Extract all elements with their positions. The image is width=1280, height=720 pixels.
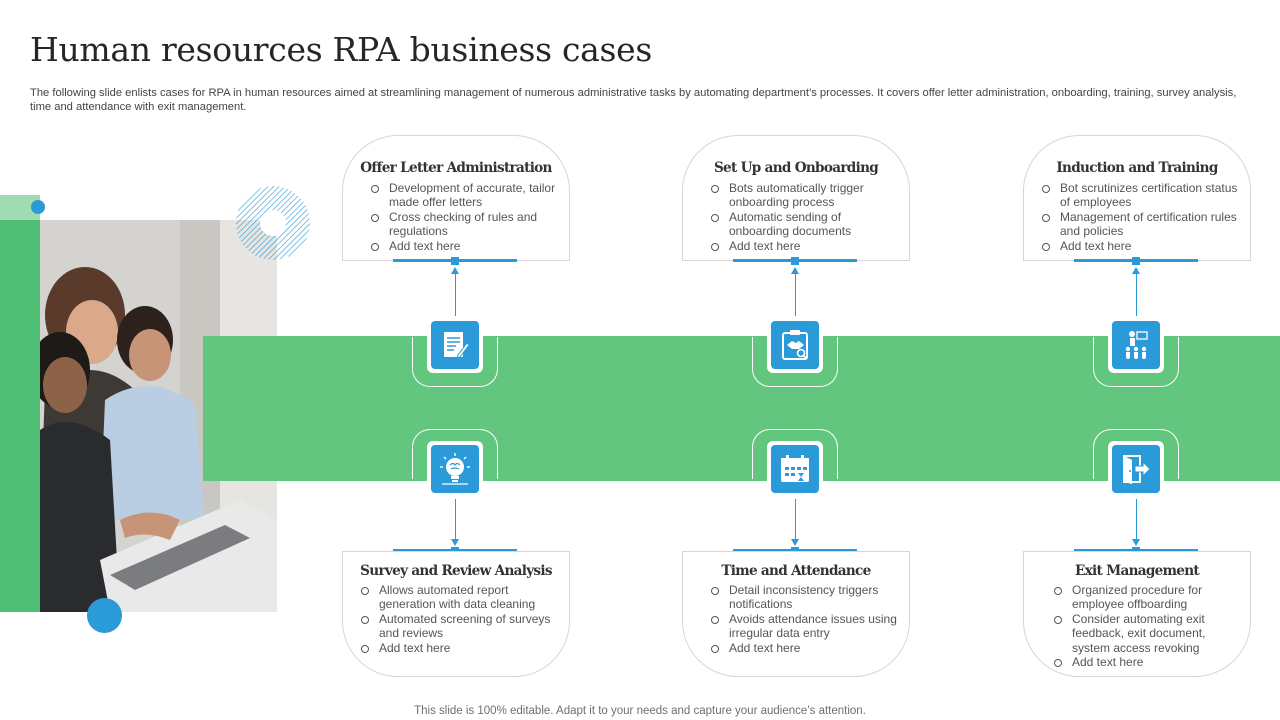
connector-node	[1132, 257, 1140, 265]
icon-tile	[1108, 317, 1164, 373]
icon-frame	[752, 337, 838, 387]
exit-door-icon	[1123, 455, 1151, 484]
card-bullets: Bot scrutinizes certification status of …	[1040, 181, 1240, 253]
icon-tile	[767, 441, 823, 497]
connector-line	[455, 499, 456, 541]
card-induction: Induction and Training Bot scrutinizes c…	[1023, 135, 1251, 261]
bullet-item: Bot scrutinizes certification status of …	[1040, 181, 1240, 210]
process-band	[203, 336, 1280, 481]
card-time-attendance: Time and Attendance Detail inconsistency…	[682, 551, 910, 677]
connector-line	[795, 499, 796, 541]
bullet-item: Add text here	[359, 641, 559, 655]
icon-frame	[412, 429, 498, 479]
card-offer-letter: Offer Letter Administration Development …	[342, 135, 570, 261]
bullet-item: Add text here	[1040, 239, 1240, 253]
card-bullets: Development of accurate, tailor made off…	[369, 181, 559, 253]
bullet-item: Add text here	[369, 239, 559, 253]
document-pen-icon	[444, 332, 470, 359]
arrow-up-icon	[791, 267, 799, 274]
training-audience-icon	[1125, 331, 1148, 359]
arrow-down-icon	[451, 539, 459, 546]
handshake-clipboard-icon	[782, 330, 808, 360]
card-exit-management: Exit Management Organized procedure for …	[1023, 551, 1251, 677]
arrow-down-icon	[791, 539, 799, 546]
decor-hatched-ring	[236, 186, 310, 260]
bullet-item: Automated screening of surveys and revie…	[359, 612, 559, 641]
icon-tile	[427, 441, 483, 497]
card-survey-review: Survey and Review Analysis Allows automa…	[342, 551, 570, 677]
card-title: Set Up and Onboarding	[713, 160, 879, 176]
bullet-item: Automatic sending of onboarding document…	[709, 210, 899, 239]
card-bullets: Allows automated report generation with …	[359, 583, 559, 655]
bullet-item: Allows automated report generation with …	[359, 583, 559, 612]
connector-line	[795, 272, 796, 316]
brain-bulb-icon	[440, 453, 470, 485]
connector-node	[451, 257, 459, 265]
card-title: Time and Attendance	[721, 563, 871, 579]
decor-dot-large	[87, 598, 122, 633]
arrow-up-icon	[451, 267, 459, 274]
card-bullets: Bots automatically trigger onboarding pr…	[709, 181, 899, 253]
bullet-item: Bots automatically trigger onboarding pr…	[709, 181, 899, 210]
connector-line	[1136, 272, 1137, 316]
bullet-item: Development of accurate, tailor made off…	[369, 181, 559, 210]
card-bullets: Organized procedure for employee offboar…	[1052, 583, 1232, 669]
footer-note: This slide is 100% editable. Adapt it to…	[414, 705, 866, 717]
card-title: Induction and Training	[1056, 160, 1218, 176]
card-title: Exit Management	[1074, 563, 1200, 579]
slide-subtitle: The following slide enlists cases for RP…	[30, 87, 1237, 113]
connector-line	[1136, 499, 1137, 541]
bullet-item: Cross checking of rules and regulations	[369, 210, 559, 239]
icon-tile	[427, 317, 483, 373]
decor-dot-small	[31, 200, 45, 214]
bullet-item: Consider automating exit feedback, exit …	[1052, 612, 1232, 655]
icon-frame	[1093, 429, 1179, 479]
card-bullets: Detail inconsistency triggers notificati…	[709, 583, 899, 655]
bullet-item: Detail inconsistency triggers notificati…	[709, 583, 899, 612]
arrow-down-icon	[1132, 539, 1140, 546]
bullet-item: Add text here	[1052, 655, 1232, 669]
icon-frame	[1093, 337, 1179, 387]
icon-frame	[412, 337, 498, 387]
bullet-item: Add text here	[709, 641, 899, 655]
arrow-up-icon	[1132, 267, 1140, 274]
bullet-item: Management of certification rules and po…	[1040, 210, 1240, 239]
calendar-hourglass-icon	[781, 455, 809, 482]
photo-accent-strip	[0, 195, 40, 612]
bullet-item: Add text here	[709, 239, 899, 253]
card-title: Survey and Review Analysis	[360, 563, 552, 579]
card-title: Offer Letter Administration	[360, 160, 552, 176]
connector-node	[791, 257, 799, 265]
connector-line	[455, 272, 456, 316]
slide-title: Human resources RPA business cases	[30, 30, 653, 69]
icon-tile	[1108, 441, 1164, 497]
icon-frame	[752, 429, 838, 479]
bullet-item: Organized procedure for employee offboar…	[1052, 583, 1232, 612]
icon-tile	[767, 317, 823, 373]
card-onboarding: Set Up and Onboarding Bots automatically…	[682, 135, 910, 261]
bullet-item: Avoids attendance issues using irregular…	[709, 612, 899, 641]
